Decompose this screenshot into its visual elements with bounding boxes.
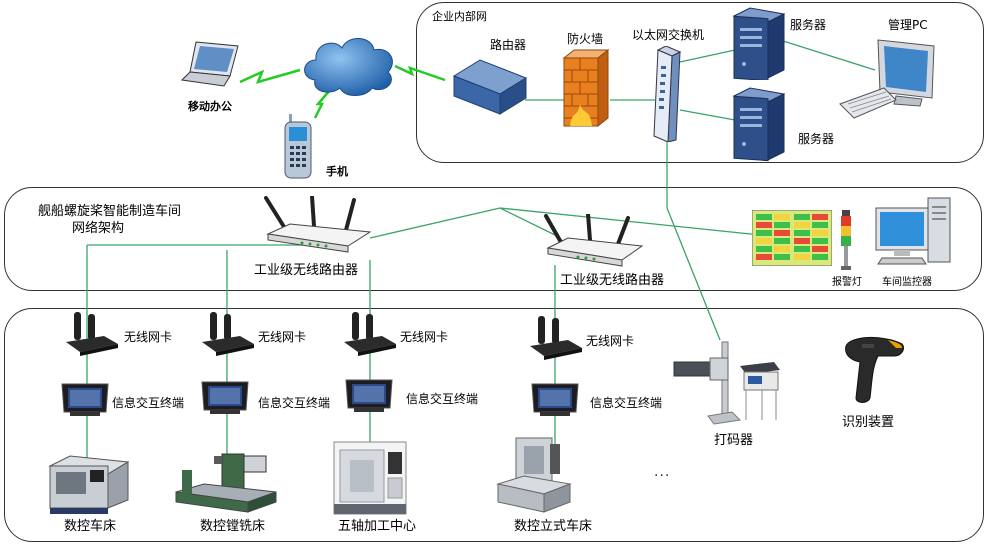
more-machines-ellipsis: ... <box>654 464 671 480</box>
server1-label: 服务器 <box>790 18 827 32</box>
info-terminal-icon <box>61 383 109 416</box>
wireless-nic-icon <box>530 316 582 360</box>
wireless-router-icon <box>264 196 372 253</box>
marking-printer-icon <box>673 341 780 425</box>
barcode-scanner-icon <box>845 336 905 403</box>
info-terminal-icon <box>531 383 579 416</box>
wireless-router-icon <box>544 214 644 267</box>
machine-label-1: 数控车床 <box>64 519 117 534</box>
server2-label: 服务器 <box>798 132 835 146</box>
five-axis-center-icon <box>333 441 407 515</box>
alarm-lamp-label: 报警灯 <box>832 277 862 288</box>
phone-label: 手机 <box>326 165 348 178</box>
printer-label: 打码器 <box>714 433 754 448</box>
terminal-label-3: 信息交互终端 <box>406 392 479 406</box>
machine-floor-zone <box>4 308 984 542</box>
nic-label-4: 无线网卡 <box>586 334 635 348</box>
server-icon <box>732 87 786 162</box>
wireless-router-right-label: 工业级无线路由器 <box>560 273 665 288</box>
mobile-phone-icon <box>284 114 312 179</box>
workshop-title-line1: 舰船螺旋桨智能制造车间 <box>38 204 182 219</box>
status-board-icon <box>752 210 832 266</box>
server-icon <box>732 7 786 80</box>
workshop-title-line2: 网络架构 <box>72 221 125 236</box>
laptop-icon <box>180 41 239 87</box>
nic-label-1: 无线网卡 <box>124 330 173 344</box>
info-terminal-icon <box>345 379 393 412</box>
alarm-lamp-icon <box>841 210 851 270</box>
nic-label-2: 无线网卡 <box>258 330 307 344</box>
wireless-router-left-label: 工业级无线路由器 <box>254 263 359 278</box>
wireless-nic-icon <box>344 312 396 356</box>
machine-label-4: 数控立式车床 <box>514 519 593 534</box>
switch-label: 以太网交换机 <box>632 28 705 42</box>
cnc-lathe-icon <box>48 455 130 514</box>
machine-label-3: 五轴加工中心 <box>338 519 417 534</box>
firewall-label: 防火墙 <box>567 32 604 46</box>
terminal-label-1: 信息交互终端 <box>112 396 185 410</box>
mobile-office-label: 移动办公 <box>188 100 232 113</box>
nic-label-3: 无线网卡 <box>400 330 449 344</box>
admin-pc-icon <box>839 39 935 119</box>
workshop-monitor-label: 车间监控器 <box>882 277 932 288</box>
terminal-label-2: 信息交互终端 <box>258 396 331 410</box>
admin-pc-label: 管理PC <box>888 18 928 32</box>
wireless-nic-icon <box>66 312 118 356</box>
vertical-lathe-icon <box>496 437 572 513</box>
terminal-label-4: 信息交互终端 <box>590 396 663 410</box>
scanner-label: 识别装置 <box>842 415 895 430</box>
firewall-icon <box>562 48 610 128</box>
info-terminal-icon <box>201 381 249 414</box>
boring-milling-machine-icon <box>175 453 277 513</box>
router-icon <box>452 59 528 115</box>
ethernet-switch-icon <box>653 46 682 142</box>
machine-label-2: 数控镗铣床 <box>200 519 266 534</box>
internet-cloud-icon <box>304 38 393 96</box>
wireless-nic-icon <box>202 312 254 356</box>
workshop-monitor-icon <box>875 197 951 265</box>
enterprise-zone-title: 企业内部网 <box>432 10 487 23</box>
router-label: 路由器 <box>490 38 527 52</box>
